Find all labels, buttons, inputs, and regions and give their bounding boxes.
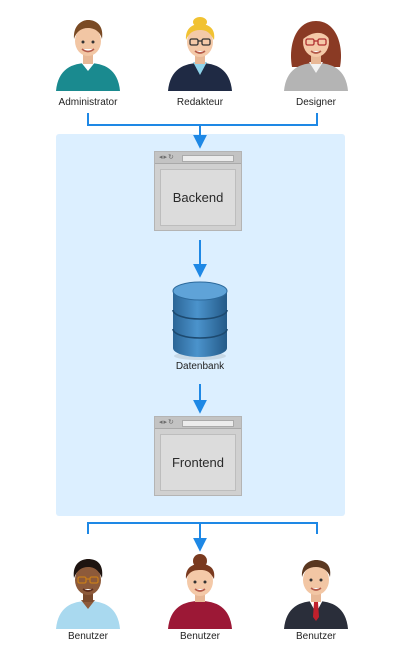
database-icon	[172, 281, 228, 360]
role-label-administrator: Administrator	[58, 97, 118, 108]
user-label-1: Benutzer	[67, 631, 109, 642]
top-connector-bracket	[87, 113, 318, 126]
address-bar	[182, 155, 234, 162]
user-avatar-icon-2	[168, 554, 232, 629]
browser-screen: Backend	[160, 169, 236, 226]
designer-avatar-icon	[284, 21, 348, 91]
backend-window: ◂▸↻ Backend	[154, 151, 242, 231]
browser-screen: Frontend	[160, 434, 236, 491]
role-label-designer: Designer	[295, 97, 337, 108]
editor-avatar-icon	[168, 17, 232, 91]
address-bar	[182, 420, 234, 427]
frontend-window: ◂▸↻ Frontend	[154, 416, 242, 496]
browser-toolbar: ◂▸↻	[155, 152, 241, 164]
browser-toolbar: ◂▸↻	[155, 417, 241, 429]
bottom-connector-bracket	[87, 522, 318, 534]
browser-nav-icons: ◂▸↻	[159, 154, 175, 161]
role-label-editor: Redakteur	[176, 97, 224, 108]
user-avatar-icon-1	[56, 559, 120, 629]
user-label-2: Benutzer	[179, 631, 221, 642]
frontend-label: Frontend	[171, 455, 225, 470]
administrator-avatar-icon	[56, 20, 120, 91]
user-avatar-icon-3	[284, 560, 348, 629]
browser-nav-icons: ◂▸↻	[159, 419, 175, 426]
database-label: Datenbank	[175, 361, 225, 372]
user-label-3: Benutzer	[295, 631, 337, 642]
backend-label: Backend	[172, 190, 224, 205]
